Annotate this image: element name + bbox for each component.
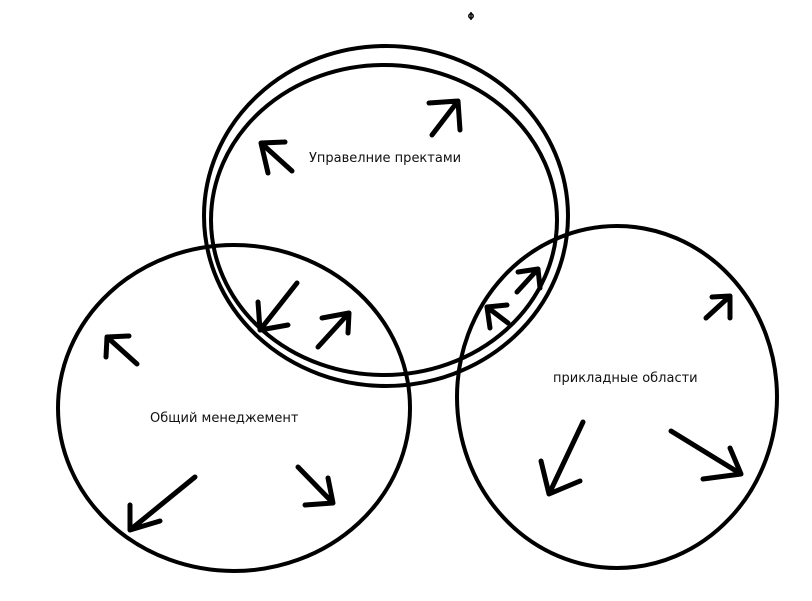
arrow-down-left-icon [127,474,198,533]
general-management-label: Общий менеджемент [150,411,299,426]
arrow-up-left-icon [103,333,140,367]
project-management-circle [202,44,570,388]
arrow-up-right-icon [703,293,733,321]
arrow-down-right-icon [295,464,336,508]
stray-mark-icon [468,12,474,20]
arrow-down-right-icon [668,428,744,482]
arrow-up-left-icon [484,302,511,331]
application-areas-circle [455,224,779,570]
arrow-up-left-icon [258,139,295,176]
project-management-label: Управелние пректами [309,151,461,166]
arrow-down-left-icon [255,280,300,333]
arrow-up-right-icon [426,98,463,138]
general-management-circle [56,243,412,573]
arrow-up-right-icon [315,310,352,350]
arrow-up-right-icon [514,266,543,295]
application-areas-label: прикладные области [553,371,698,386]
arrow-down-left-icon [538,419,586,497]
